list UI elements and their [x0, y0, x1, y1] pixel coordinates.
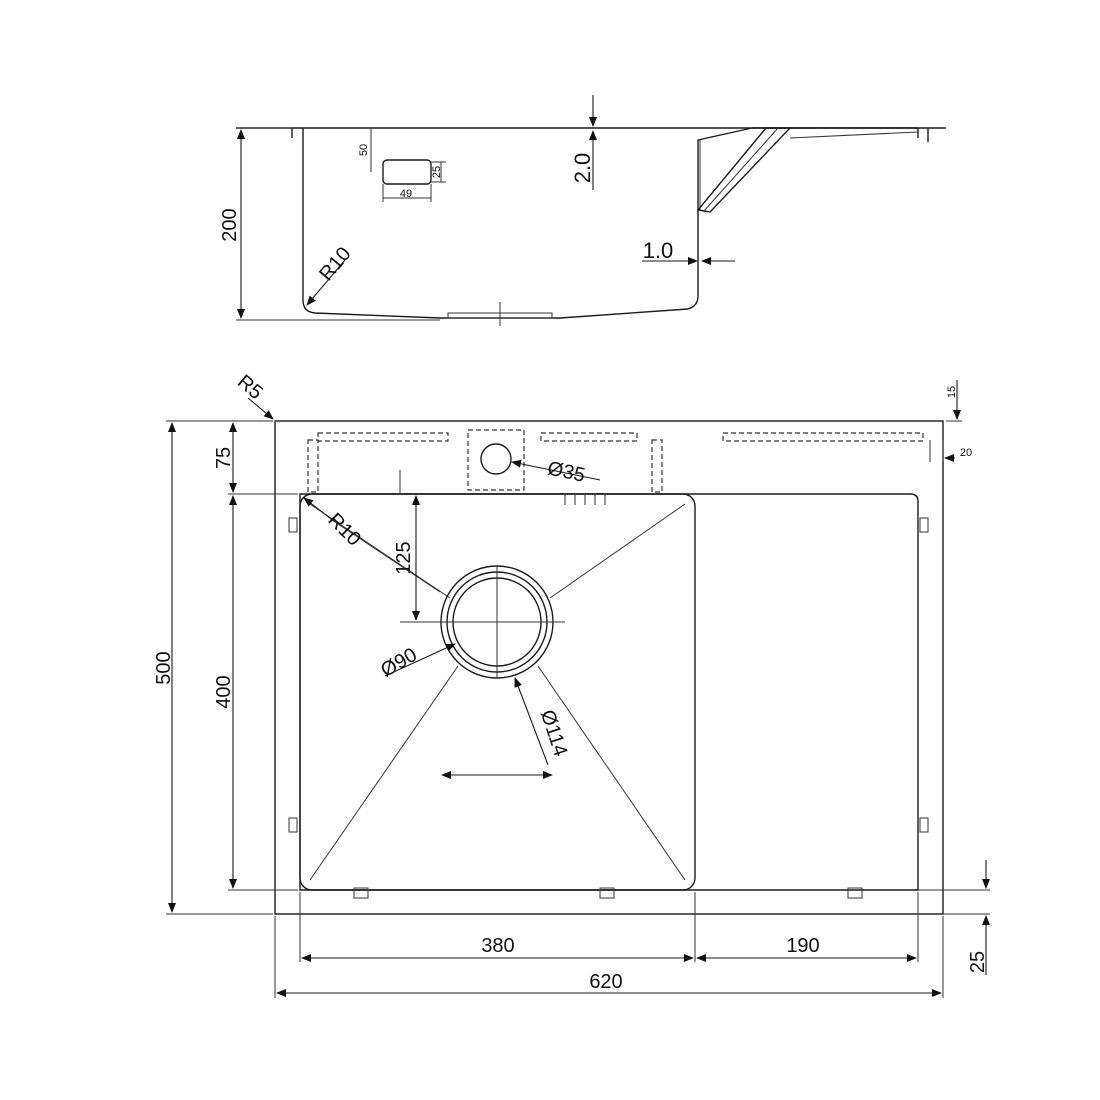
tap-hole-label: Ø35	[545, 457, 587, 486]
clip-front-2	[599, 887, 615, 899]
drain-offset-label: 125	[393, 541, 415, 574]
tap-plate	[467, 429, 525, 491]
clip-left-bottom	[288, 817, 298, 833]
width-total-label: 620	[589, 971, 622, 993]
flange-label: 1.0	[643, 238, 674, 263]
length-total-label: 500	[153, 651, 175, 684]
clip-right-bottom	[919, 817, 929, 833]
top-view: R5 500 75 400 R10 125 Ø90 Ø114 Ø35	[153, 371, 990, 998]
thickness-label: 2.0	[570, 153, 595, 184]
edge-side-label: 20	[960, 447, 972, 459]
drainer-strut	[696, 127, 792, 213]
bowl	[299, 493, 696, 891]
clip-front-1	[353, 887, 369, 899]
clip-front-3	[847, 887, 863, 899]
drainer-width-label: 190	[786, 935, 819, 957]
side-radius-label: R10	[315, 243, 355, 285]
inner-contour	[299, 493, 919, 891]
bowl-width-label: 380	[481, 935, 514, 957]
overflow-height-label: 50	[358, 144, 370, 156]
back-margin-label: 75	[213, 447, 235, 469]
drain-outer-diameter-label: Ø114	[536, 707, 572, 759]
drain-diameter-label: Ø90	[377, 644, 421, 682]
edge-front-label: 25	[967, 951, 989, 973]
side-height-label: 200	[219, 208, 241, 241]
clip-left-top	[288, 517, 298, 533]
overflow-width-label: 49	[400, 188, 412, 200]
edge-top-label: 15	[946, 386, 958, 398]
tap-hole	[480, 443, 512, 475]
bowl-length-label: 400	[213, 675, 235, 708]
bowl-radius-label: R10	[323, 509, 365, 551]
outer-rim	[274, 420, 944, 915]
side-view: 200 2.0 1.0 R10 50 49 25	[219, 95, 946, 326]
overflow-size-label: 25	[431, 166, 443, 178]
clip-right-top	[919, 517, 929, 533]
overflow-slot	[382, 159, 432, 185]
corner-radius-label: R5	[233, 371, 267, 404]
